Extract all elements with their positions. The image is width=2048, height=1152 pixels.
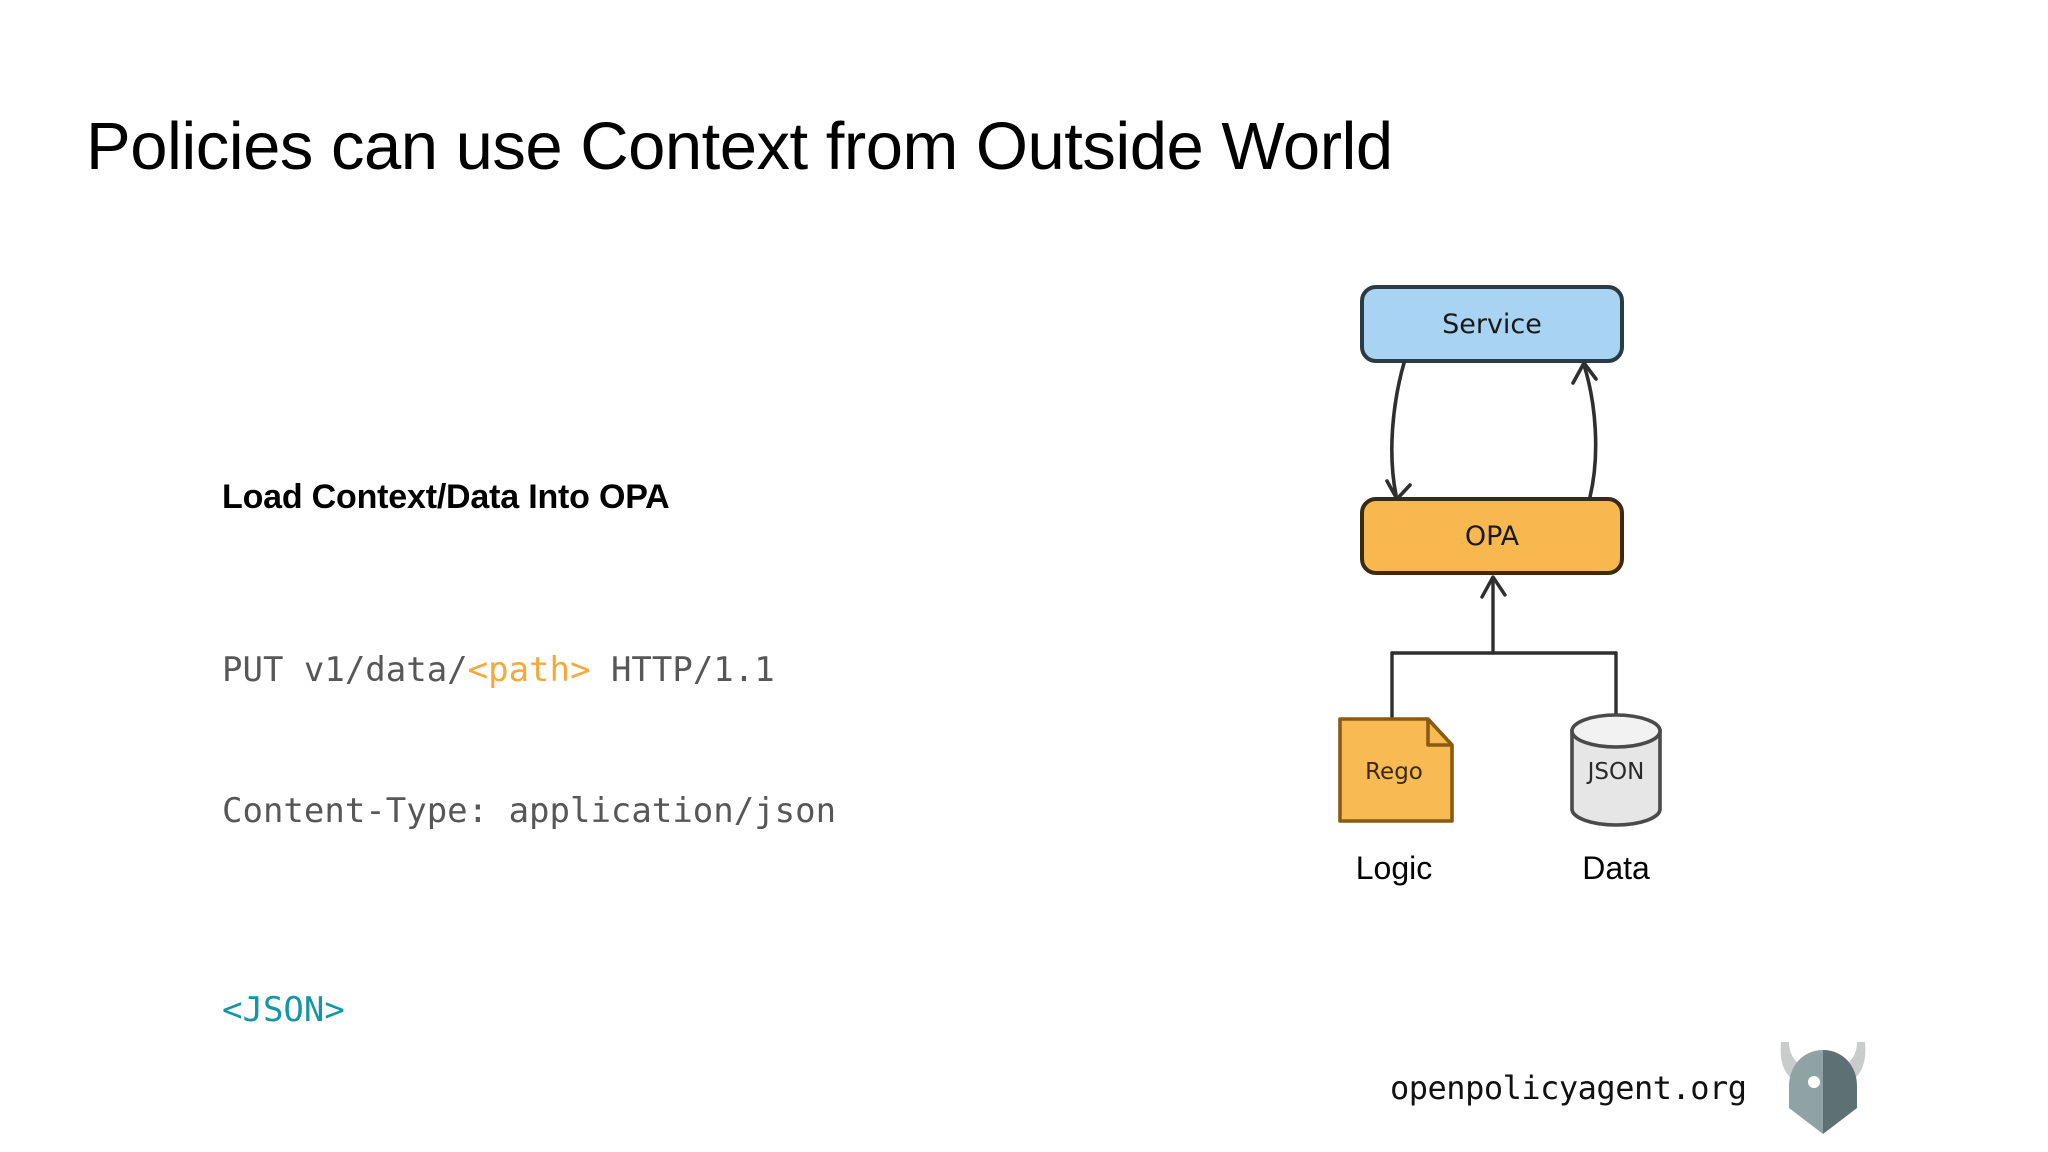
code-method-path: PUT v1/data/: [222, 649, 468, 690]
opa-viking-helmet-logo: [1780, 1042, 1865, 1134]
code-json-placeholder: <JSON>: [222, 990, 345, 1031]
arrowhead-down: [1385, 479, 1412, 501]
rego-folded-corner: [1426, 719, 1452, 747]
code-line-content-type: Content-Type: application/json: [222, 790, 837, 831]
caption-data: Data: [1582, 850, 1650, 886]
http-request-snippet: PUT v1/data/<path> HTTP/1.1 Content-Type…: [222, 553, 1082, 928]
opa-box-label: OPA: [1465, 521, 1520, 552]
opa-box-shape: [1360, 497, 1624, 575]
footer-url-text: openpolicyagent.org: [1390, 1069, 1747, 1107]
content-column: Load Context/Data Into OPA PUT v1/data/<…: [222, 478, 1082, 1030]
rego-icon-label: Rego: [1365, 759, 1423, 785]
diagram-node-service: Service: [1360, 285, 1624, 363]
diagram-node-opa: OPA: [1360, 497, 1624, 575]
service-box-label: Service: [1442, 309, 1542, 340]
service-box-shape: [1360, 285, 1624, 363]
arrowhead-up: [1571, 361, 1598, 385]
page-title: Policies can use Context from Outside Wo…: [86, 109, 1393, 184]
connector-sources-to-opa: [1390, 575, 1618, 721]
code-http-version: HTTP/1.1: [590, 649, 775, 690]
arrowhead-up-sources: [1480, 575, 1507, 599]
arrow-service-to-opa: [1385, 361, 1412, 501]
section-heading: Load Context/Data Into OPA: [222, 478, 670, 516]
logo-eye-dot: [1807, 1076, 1820, 1088]
logo-helmet-left: [1788, 1050, 1823, 1134]
json-icon-label: JSON: [1586, 759, 1645, 785]
architecture-diagram: Service OPA Rego: [1300, 275, 1720, 955]
db-top-ellipse: [1570, 713, 1662, 749]
caption-logic: Logic: [1356, 850, 1433, 886]
rego-document-icon: Rego: [1338, 717, 1454, 823]
code-line-request: PUT v1/data/<path> HTTP/1.1: [222, 647, 1082, 694]
code-path-token: <path>: [467, 649, 591, 690]
footer: openpolicyagent.org: [1390, 1038, 1873, 1138]
logo-helmet-right: [1822, 1050, 1857, 1134]
arrow-opa-to-service: [1571, 361, 1598, 499]
json-database-icon: JSON: [1570, 713, 1662, 827]
